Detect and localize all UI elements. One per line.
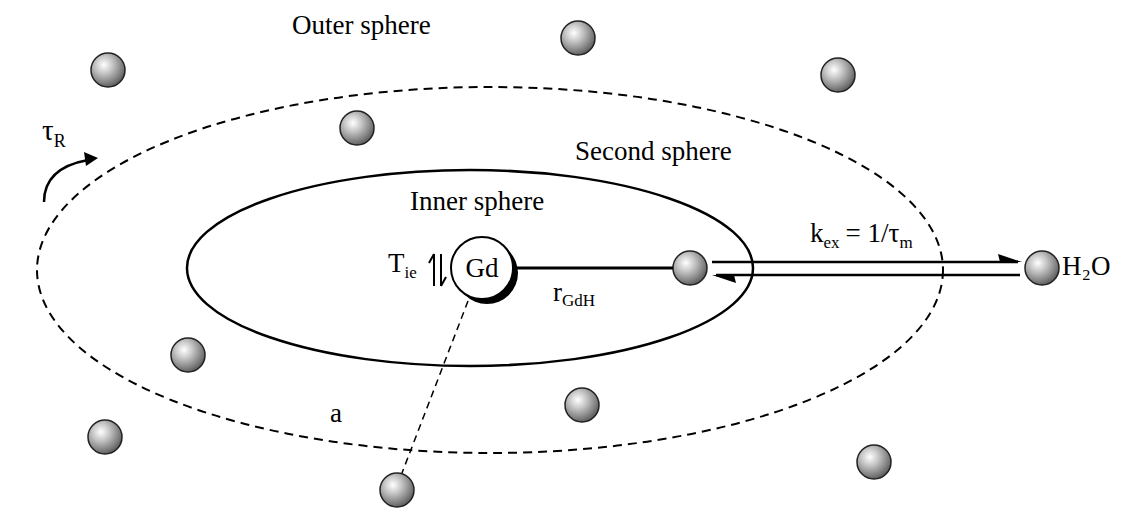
water-ball <box>565 388 599 422</box>
subscript: ex <box>824 234 840 251</box>
distance-label: a <box>330 400 342 427</box>
symbol: τ <box>42 116 54 145</box>
symbol: r <box>553 279 562 306</box>
node-label: Gd <box>466 255 499 282</box>
symbol: k <box>810 220 824 247</box>
node-label: Inner sphere <box>410 188 544 215</box>
water-ball <box>561 21 595 55</box>
water-ball <box>821 58 855 92</box>
water-ball <box>380 473 414 507</box>
bond-line <box>514 267 673 270</box>
equation: = 1/τ <box>846 220 900 247</box>
node-label: H₂O <box>1062 253 1110 280</box>
second-sphere-region: Second sphereInner sphereGd <box>35 85 945 455</box>
symbol: T <box>388 250 405 277</box>
distance-line <box>402 301 468 473</box>
gd-ion: Gd <box>449 235 521 307</box>
node-label: Second sphere <box>575 138 732 165</box>
water-ball <box>91 53 125 87</box>
water-ball <box>857 445 891 479</box>
inner-sphere-region: Inner sphereGd <box>185 168 755 368</box>
subscript: GdH <box>562 292 595 309</box>
bulk-water: H₂O <box>1024 248 1142 288</box>
water-ball <box>88 420 122 454</box>
exchange-arrows <box>712 254 1022 283</box>
equilibrium-harpoons <box>429 254 446 286</box>
water-ball <box>673 251 707 285</box>
rotation-arrow <box>44 152 98 202</box>
water-ball <box>171 338 205 372</box>
subscript: R <box>54 132 66 150</box>
subscript: ie <box>405 264 417 281</box>
region-label: Outer sphere <box>292 12 431 39</box>
subscript: m <box>899 234 912 251</box>
water-ball <box>340 111 374 145</box>
